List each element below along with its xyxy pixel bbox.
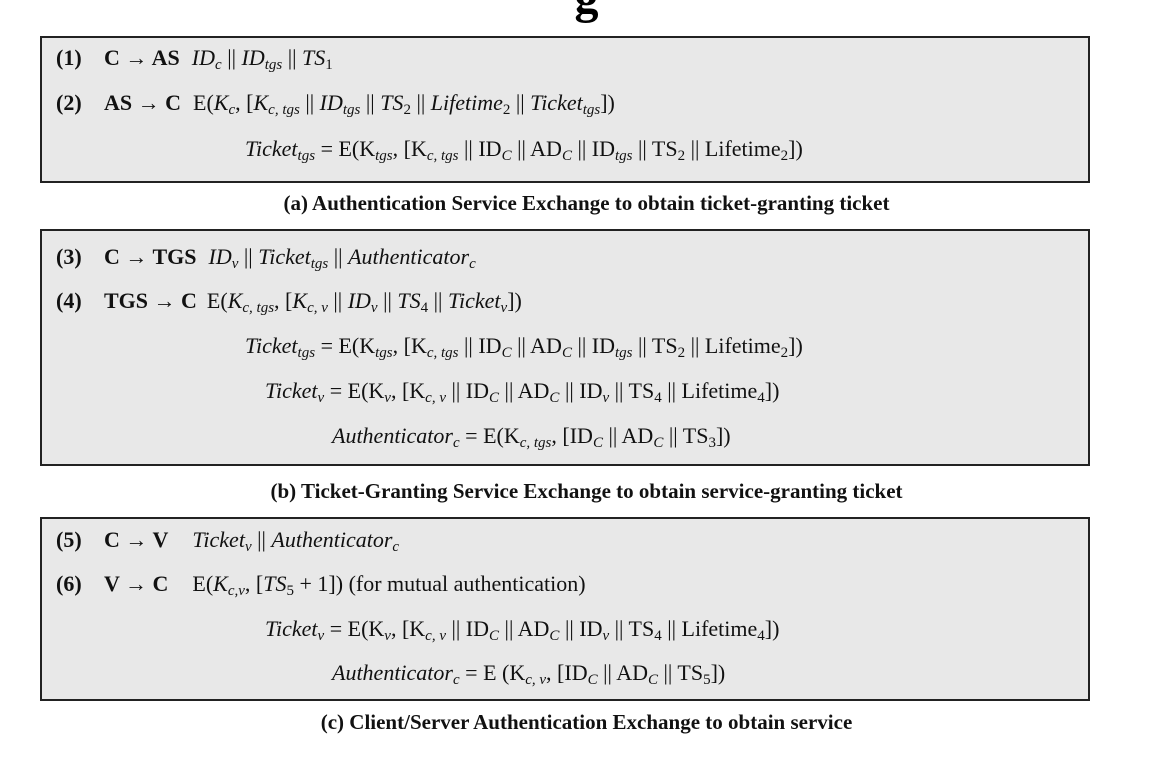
authenticator-def-c: Authenticatorc = E (Kc, v, [IDC || ADC |… [332, 660, 726, 688]
step-6-direction: V → C [104, 571, 169, 596]
step-2-direction: AS → C [104, 90, 182, 115]
mutual-auth-note: (for mutual authentication) [348, 571, 586, 596]
ticket-v-def-c: Ticketv = E(Kv, [Kc, v || IDC || ADC || … [265, 616, 780, 644]
step-5-direction: C → V [104, 527, 169, 552]
caption-c: (c) Client/Server Authentication Exchang… [320, 710, 853, 734]
title-cutoff: g [575, 0, 599, 25]
step-4-direction: TGS → C [104, 288, 197, 313]
caption-a: (a) Authentication Service Exchange to o… [283, 191, 890, 215]
caption-b: (b) Ticket-Granting Service Exchange to … [270, 479, 903, 503]
ticket-tgs-def-a: Tickettgs = E(Ktgs, [Kc, tgs || IDC || A… [245, 136, 803, 164]
step-6: (6) V → C E(Kc,v, [TS5 + 1]) (for mutual a… [56, 571, 586, 599]
step-6-number: (6) [56, 571, 82, 596]
step-2: (2) AS → C E(Kc, [Kc, tgs || IDtgs || TS2 … [56, 90, 615, 118]
step-5: (5) C → V Ticketv || Authenticatorc [56, 527, 400, 555]
step-3-direction: C → TGS [104, 244, 197, 269]
step-1-message: IDc || IDtgs || TS1 [191, 45, 333, 73]
step-5-number: (5) [56, 527, 82, 552]
step-3-number: (3) [56, 244, 82, 269]
authenticator-def-b: Authenticatorc = E(Kc, tgs, [IDC || ADC … [332, 423, 731, 451]
step-4-message: E(Kc, tgs, [Kc, v || IDv || TS4 || Ticke… [206, 288, 522, 316]
step-5-message: Ticketv || Authenticatorc [192, 527, 400, 555]
step-3-message: IDv || Tickettgs || Authenticatorc [208, 244, 476, 272]
ticket-tgs-def-b: Tickettgs = E(Ktgs, [Kc, tgs || IDC || A… [245, 333, 803, 361]
panel-a [40, 36, 1090, 183]
step-6-message: E(Kc,v, [TS5 + 1]) (for mutual authentic… [192, 571, 586, 599]
step-4-number: (4) [56, 288, 82, 313]
step-1-number: (1) [56, 45, 82, 70]
step-3: (3) C → TGS IDv || Tickettgs || Authentica… [56, 244, 476, 272]
step-2-message: E(Kc, [Kc, tgs || IDtgs || TS2 || Lifeti… [193, 90, 615, 118]
panel-b [40, 229, 1090, 466]
step-1: (1) C → AS IDc || IDtgs || TS1 [56, 45, 333, 73]
panel-c [40, 517, 1090, 701]
step-1-direction: C → AS [104, 45, 180, 70]
ticket-v-def-b: Ticketv = E(Kv, [Kc, v || IDC || ADC || … [265, 378, 780, 406]
step-2-number: (2) [56, 90, 82, 115]
step-4: (4) TGS → C E(Kc, tgs, [Kc, v || IDv || TS… [56, 288, 522, 316]
